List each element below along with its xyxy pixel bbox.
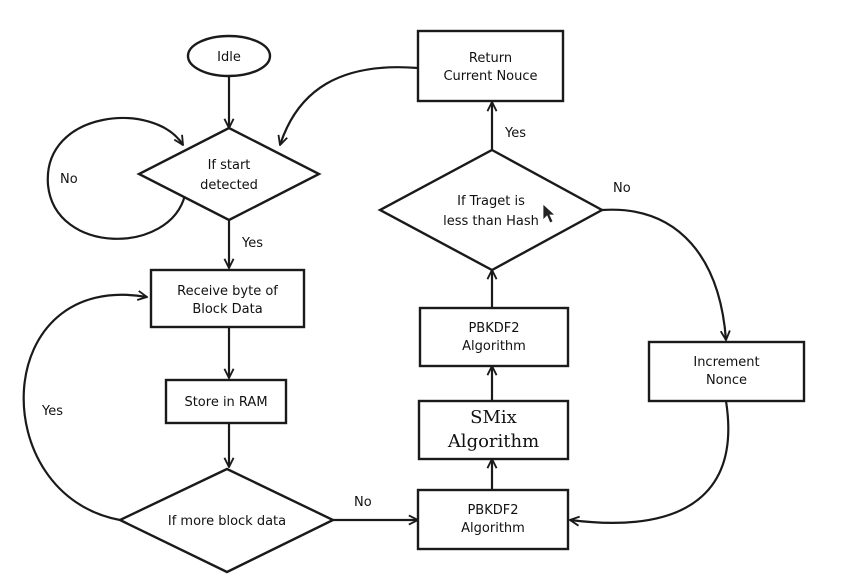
- store-label: Store in RAM: [184, 395, 267, 410]
- idle-node: Idle: [186, 34, 272, 78]
- more-data-label: If more block data: [168, 514, 286, 529]
- smix-label-line1: SMix: [470, 407, 517, 428]
- mouse-pointer-icon: [542, 203, 557, 224]
- increment-label-line1: Increment: [693, 355, 759, 370]
- pbkdf2-top-node: PBKDF2 Algorithm: [418, 306, 570, 368]
- pbkdf2-bottom-label-line2: Algorithm: [461, 521, 525, 536]
- edge-labels: No Yes Yes No Yes No: [41, 126, 631, 510]
- increment-node: Increment Nonce: [647, 340, 806, 403]
- edge-label-target-no: No: [613, 181, 631, 196]
- receive-label-line1: Receive byte of: [177, 284, 278, 299]
- store-node: Store in RAM: [164, 378, 288, 425]
- edge-label-target-yes: Yes: [504, 126, 526, 141]
- idle-label: Idle: [217, 50, 241, 65]
- smix-label-line2: Algorithm: [447, 431, 539, 452]
- edges: [22, 66, 730, 523]
- start-check-node: If start detected: [136, 126, 322, 222]
- more-data-node: If more block data: [117, 467, 336, 574]
- edge-label-start-no: No: [60, 172, 78, 187]
- edge-label-more-no: No: [354, 495, 372, 510]
- return-nonce-node: Return Current Nouce: [416, 29, 565, 103]
- smix-node: SMix Algorithm: [417, 399, 570, 461]
- edge-return-to-start: [280, 66, 419, 145]
- edge-increment-to-pbkdf2: [570, 400, 730, 523]
- edge-start-no-loop: [46, 117, 187, 240]
- edge-label-more-yes: Yes: [41, 404, 63, 419]
- increment-label-line2: Nonce: [706, 373, 747, 388]
- edge-label-start-yes: Yes: [241, 236, 263, 251]
- return-nonce-label-line1: Return: [469, 51, 512, 66]
- return-nonce-label-line2: Current Nouce: [443, 69, 537, 84]
- edge-more-yes-loop: [22, 295, 147, 522]
- target-check-label-line2: less than Hash: [443, 214, 539, 229]
- pbkdf2-bottom-label-line1: PBKDF2: [467, 503, 518, 518]
- start-check-label-line2: detected: [200, 178, 258, 193]
- target-check-label-line1: If Traget is: [457, 194, 525, 209]
- start-check-label-line1: If start: [208, 158, 251, 173]
- pbkdf2-top-label-line2: Algorithm: [462, 339, 526, 354]
- receive-node: Receive byte of Block Data: [149, 268, 306, 329]
- edge-target-no: [601, 208, 726, 340]
- pbkdf2-top-label-line1: PBKDF2: [468, 321, 519, 336]
- receive-label-line2: Block Data: [192, 302, 262, 317]
- target-check-node: If Traget is less than Hash: [377, 148, 605, 272]
- pbkdf2-bottom-node: PBKDF2 Algorithm: [416, 488, 570, 551]
